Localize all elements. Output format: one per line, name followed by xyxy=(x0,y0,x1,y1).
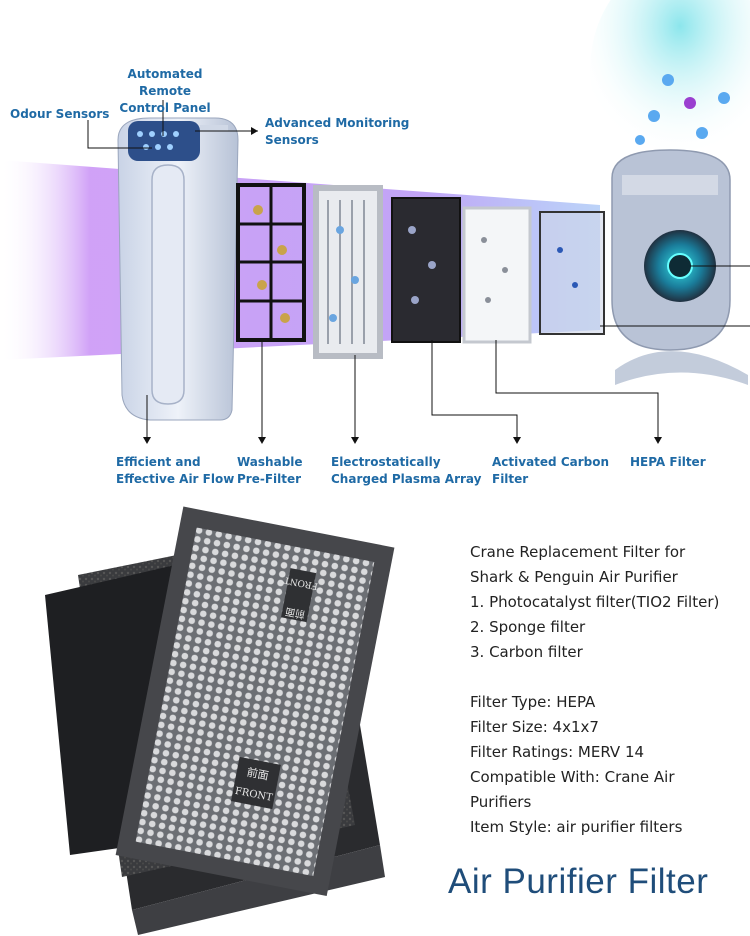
callout-carbon-line2: Filter xyxy=(492,472,529,486)
activated-carbon-filter xyxy=(391,197,461,343)
callout-carbon-line1: Activated Carbon xyxy=(492,455,610,469)
info-item1: 1. Photocatalyst filter(TIO2 Filter) xyxy=(470,593,720,611)
info-line2: Shark & Penguin Air Purifier xyxy=(470,568,678,586)
front-label-top-cn: 前面 xyxy=(284,605,306,622)
front-label-bottom-cn: 前面 xyxy=(246,765,270,783)
callout-plasma-array: Electrostatically Charged Plasma Array xyxy=(331,454,481,488)
callout-remote-line2: Control Panel xyxy=(119,101,211,115)
callout-airflow-line1: Efficient and xyxy=(116,455,201,469)
callout-pre-filter: Washable Pre-Filter xyxy=(237,454,303,488)
info-spacer xyxy=(470,665,745,690)
callout-monitoring-line1: Advanced Monitoring xyxy=(265,116,410,130)
callout-plasma-line2: Charged Plasma Array xyxy=(331,472,482,486)
callout-prefilter-line1: Washable xyxy=(237,455,303,469)
replacement-filter-product-image: 前面 FRONT 前面 FRONT xyxy=(45,506,395,935)
washable-pre-filter xyxy=(236,183,306,342)
info-compatible-line1: Compatible With: Crane Air xyxy=(470,768,675,786)
callout-prefilter-line2: Pre-Filter xyxy=(237,472,302,486)
info-compatible-line2: Purifiers xyxy=(470,793,532,811)
info-item3: 3. Carbon filter xyxy=(470,643,583,661)
carbon-leader-b xyxy=(495,340,659,440)
info-line1: Crane Replacement Filter for xyxy=(470,543,686,561)
callout-airflow-line2: Effective Air Flow xyxy=(116,472,235,486)
callout-remote-panel: Automated Remote Control Panel xyxy=(108,66,222,117)
headline-title: Air Purifier Filter xyxy=(448,862,709,901)
purifier-front-unit xyxy=(117,117,239,421)
callout-hepa-filter: HEPA Filter xyxy=(630,454,706,471)
purifier-rear-unit xyxy=(611,149,748,385)
callout-odour-text: Odour Sensors xyxy=(10,107,110,121)
info-item-style: Item Style: air purifier filters xyxy=(470,818,683,836)
callout-monitoring-line2: Sensors xyxy=(265,133,319,147)
fine-mesh-filter xyxy=(539,211,605,335)
photocatalyst-filter: 前面 FRONT 前面 FRONT xyxy=(115,506,395,897)
flower-icons xyxy=(635,74,730,145)
product-description: Crane Replacement Filter for Shark & Pen… xyxy=(470,540,745,840)
plasma-array xyxy=(313,185,383,359)
callout-remote-line1: Automated Remote xyxy=(127,67,203,98)
info-filter-size: Filter Size: 4x1x7 xyxy=(470,718,599,736)
odour-leader xyxy=(87,120,152,149)
callout-odour-sensors: Odour Sensors xyxy=(10,106,109,123)
exploded-filter-diagram xyxy=(0,0,750,444)
hepa-filter xyxy=(462,206,532,344)
clean-air-mist xyxy=(590,0,750,180)
callout-hepa-text: HEPA Filter xyxy=(630,455,706,469)
callout-plasma-line1: Electrostatically xyxy=(331,455,441,469)
callout-carbon-filter: Activated Carbon Filter xyxy=(492,454,609,488)
callout-air-flow: Efficient and Effective Air Flow xyxy=(116,454,234,488)
callout-monitoring-sensors: Advanced Monitoring Sensors xyxy=(265,115,409,149)
info-filter-ratings: Filter Ratings: MERV 14 xyxy=(470,743,645,761)
control-panel xyxy=(128,121,200,161)
carbon-leader-a xyxy=(431,340,518,440)
info-filter-type: Filter Type: HEPA xyxy=(470,693,596,711)
info-item2: 2. Sponge filter xyxy=(470,618,586,636)
